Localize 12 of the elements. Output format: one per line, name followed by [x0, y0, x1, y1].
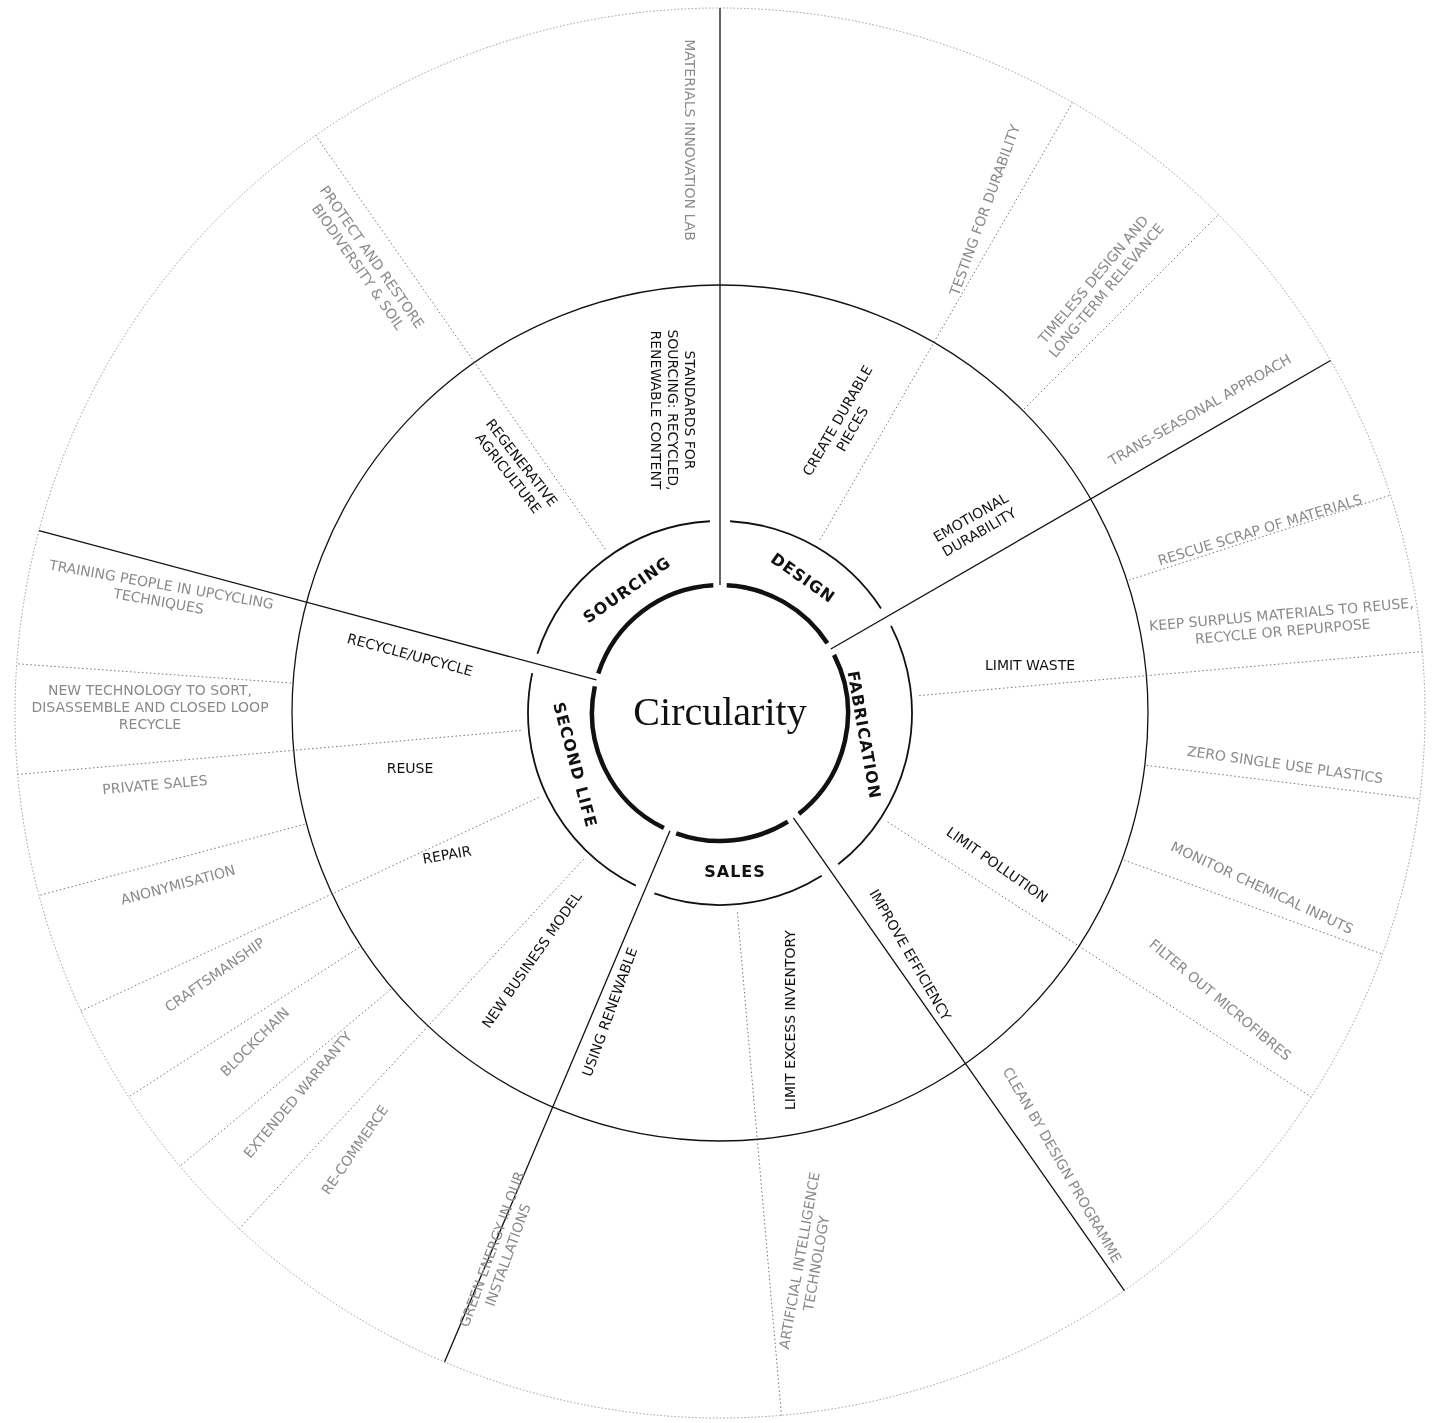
strategy-label: REPAIR [396, 838, 498, 872]
center-title: Circularity [590, 688, 850, 736]
stage-label: SALES [675, 862, 795, 882]
strategy-label: LIMIT WASTE [955, 656, 1105, 674]
strategy-label: STANDARDS FOR SOURCING: RECYCLED, RENEWABLE CONTENT [646, 312, 698, 508]
action-label: MATERIALS INNOVATION LAB [681, 10, 699, 270]
strategy-label: REUSE [360, 759, 460, 777]
action-label: ZERO SINGLE USE PLASTICS [1169, 740, 1401, 790]
action-label: KEEP SURPLUS MATERIALS TO REUSE, RECYCLE OR REPURPOSE [1136, 593, 1428, 653]
action-label: PRIVATE SALES [79, 770, 231, 800]
strategy-label: LIMIT EXCESS INVENTORY [781, 905, 799, 1135]
action-label: NEW TECHNOLOGY TO SORT, DISASSEMBLE AND CLOSED LOOP RECYCLE [30, 681, 270, 733]
